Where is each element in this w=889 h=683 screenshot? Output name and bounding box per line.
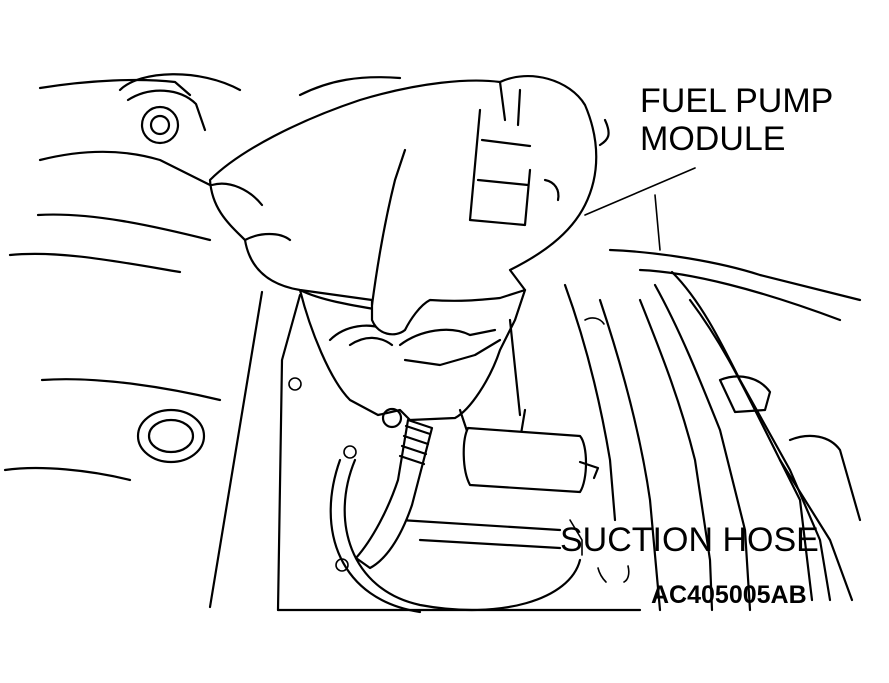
fuel-pump-module-label: FUEL PUMP MODULE (640, 82, 833, 158)
technician-hand (208, 74, 610, 336)
fuel-tank-shell (563, 248, 862, 612)
suction-hose (354, 418, 434, 570)
figure-code: AC405005AB (651, 581, 807, 609)
suction-hose-label: SUCTION HOSE (560, 521, 819, 559)
fuel-pump-module-leader-line (584, 167, 696, 216)
fuel-pump-module-label-line2: MODULE (640, 120, 786, 158)
fuel-pump-module-leader-tail (654, 194, 661, 251)
tank-opening (329, 445, 582, 614)
fuel-pump-module (298, 288, 600, 550)
fuel-pump-module-label-line1: FUEL PUMP (640, 82, 834, 120)
suction-hose-leader-line (569, 519, 583, 556)
